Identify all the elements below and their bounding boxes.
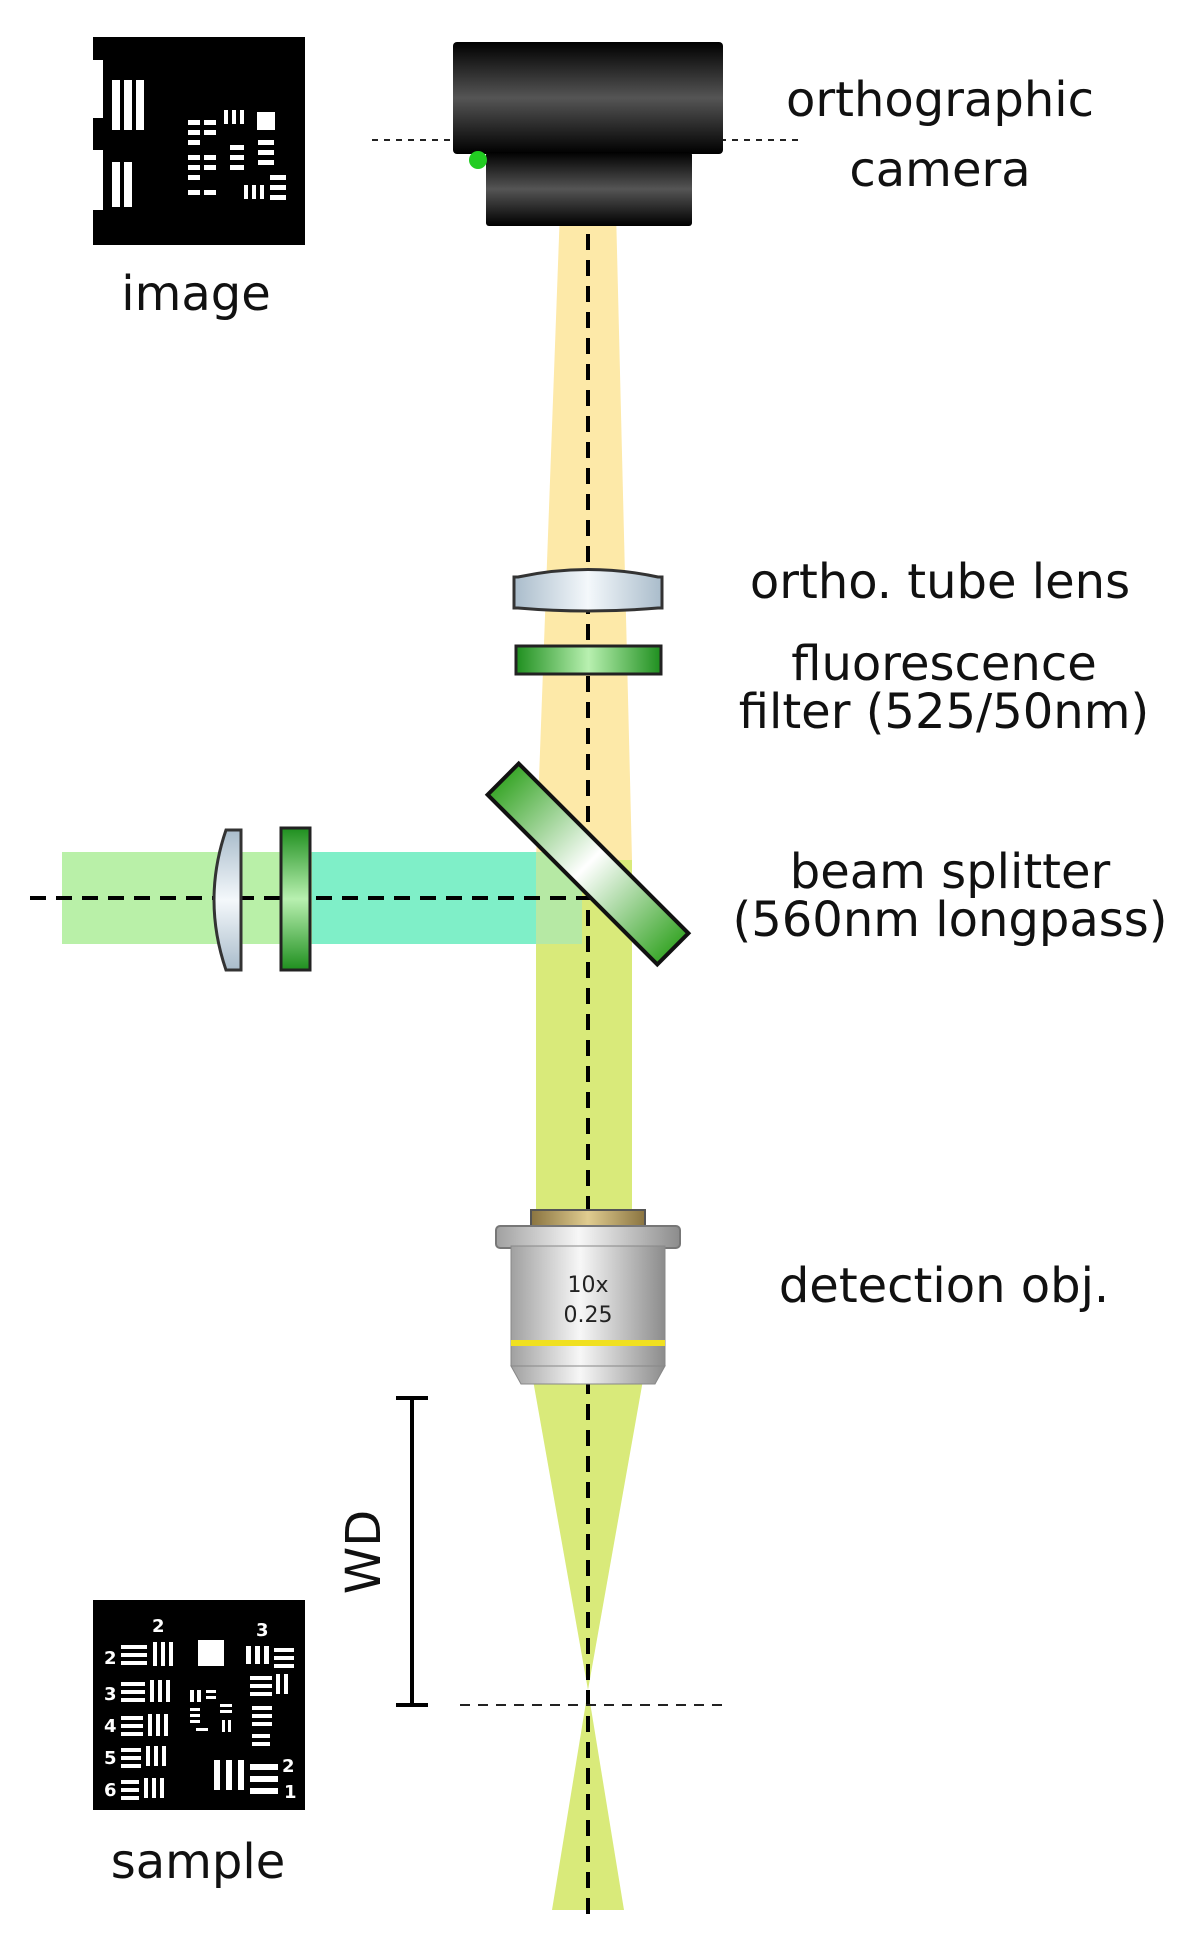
excitation-filter	[279, 826, 312, 972]
target-number: 6	[104, 1780, 117, 1801]
camera-label-line2: camera	[849, 142, 1030, 198]
image-thumbnail	[93, 37, 305, 245]
beam-splitter	[484, 760, 692, 968]
tube-lens	[512, 568, 664, 613]
objective-magnification: 10x	[567, 1273, 608, 1298]
image-label: image	[121, 266, 271, 322]
objective-na: 0.25	[564, 1303, 613, 1328]
camera-mount	[486, 152, 692, 226]
objective-tip	[510, 1365, 666, 1385]
detection-beam	[533, 210, 643, 1910]
detection-beam-upper	[536, 210, 632, 860]
target-number: 3	[256, 1620, 269, 1641]
target-number: 1	[284, 1782, 297, 1803]
target-number: 2	[152, 1616, 165, 1637]
target-number: 2	[282, 1756, 295, 1777]
filter-label-line1: fluorescence	[791, 636, 1097, 692]
splitter-label-line2: (560nm longpass)	[733, 892, 1168, 948]
fluorescence-filter	[514, 644, 663, 676]
splitter-label-line1: beam splitter	[790, 844, 1111, 900]
camera-body	[453, 42, 723, 154]
objective-thread	[530, 1209, 646, 1227]
camera-label-line1: orthographic	[786, 72, 1094, 128]
working-distance-marker: WD	[336, 1396, 428, 1707]
filter-label-line2: filter (525/50nm)	[739, 684, 1149, 740]
tube-lens-label: ortho. tube lens	[750, 554, 1130, 610]
objective-collar	[495, 1225, 681, 1249]
sample-thumbnail: 2 3 2 3 4 5 6 2 1	[93, 1600, 305, 1810]
objective-label: detection obj.	[779, 1258, 1109, 1314]
sample-label: sample	[111, 1834, 286, 1890]
target-number: 3	[104, 1684, 117, 1705]
target-number: 2	[104, 1648, 117, 1669]
wd-label: WD	[336, 1510, 392, 1594]
target-number: 4	[104, 1716, 117, 1737]
camera-led-icon	[469, 151, 487, 169]
orthographic-camera	[453, 42, 723, 226]
detection-objective: 10x 0.25	[495, 1209, 681, 1385]
target-number: 5	[104, 1748, 117, 1769]
objective-band	[511, 1340, 665, 1346]
excitation-lens	[212, 828, 243, 972]
